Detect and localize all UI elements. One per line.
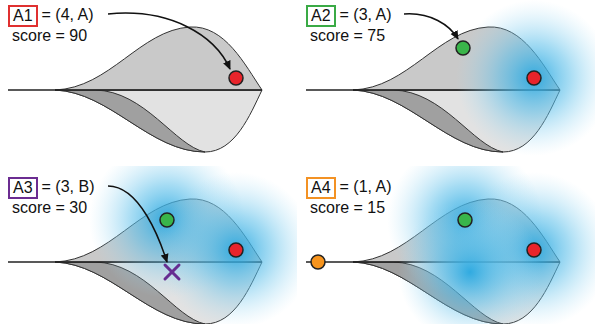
leader-arrow bbox=[108, 186, 167, 262]
tuple-text: = (4, A) bbox=[42, 6, 94, 24]
tuple-text: = (3, A) bbox=[340, 6, 392, 24]
red-dot bbox=[229, 71, 243, 85]
orange-dot bbox=[311, 255, 325, 269]
red-dot bbox=[229, 243, 243, 257]
label-box: A1 bbox=[8, 5, 38, 27]
tuple-text: = (3, B) bbox=[42, 178, 95, 196]
label-box: A3 bbox=[8, 177, 38, 199]
glow bbox=[398, 200, 542, 324]
score-text: score = 90 bbox=[12, 27, 87, 45]
green-dot bbox=[458, 213, 472, 227]
panel-id: A4 bbox=[311, 179, 331, 196]
score-text: score = 30 bbox=[12, 199, 87, 217]
red-dot bbox=[527, 243, 541, 257]
score-text: score = 15 bbox=[310, 199, 385, 217]
panel-id: A2 bbox=[311, 7, 331, 24]
glow bbox=[456, 0, 595, 156]
green-dot bbox=[160, 213, 174, 227]
leader-arrow bbox=[404, 14, 458, 39]
red-dot bbox=[527, 71, 541, 85]
panel-id: A1 bbox=[13, 7, 33, 24]
leaf-shape bbox=[8, 27, 262, 152]
score-text: score = 75 bbox=[310, 27, 385, 45]
glow bbox=[158, 172, 297, 324]
green-dot bbox=[456, 41, 470, 55]
leader-arrow bbox=[108, 13, 230, 69]
cross-mark bbox=[165, 265, 179, 279]
label-box: A4 bbox=[306, 177, 336, 199]
panel-id: A3 bbox=[13, 179, 33, 196]
tuple-text: = (1, A) bbox=[340, 178, 392, 196]
label-box: A2 bbox=[306, 5, 336, 27]
